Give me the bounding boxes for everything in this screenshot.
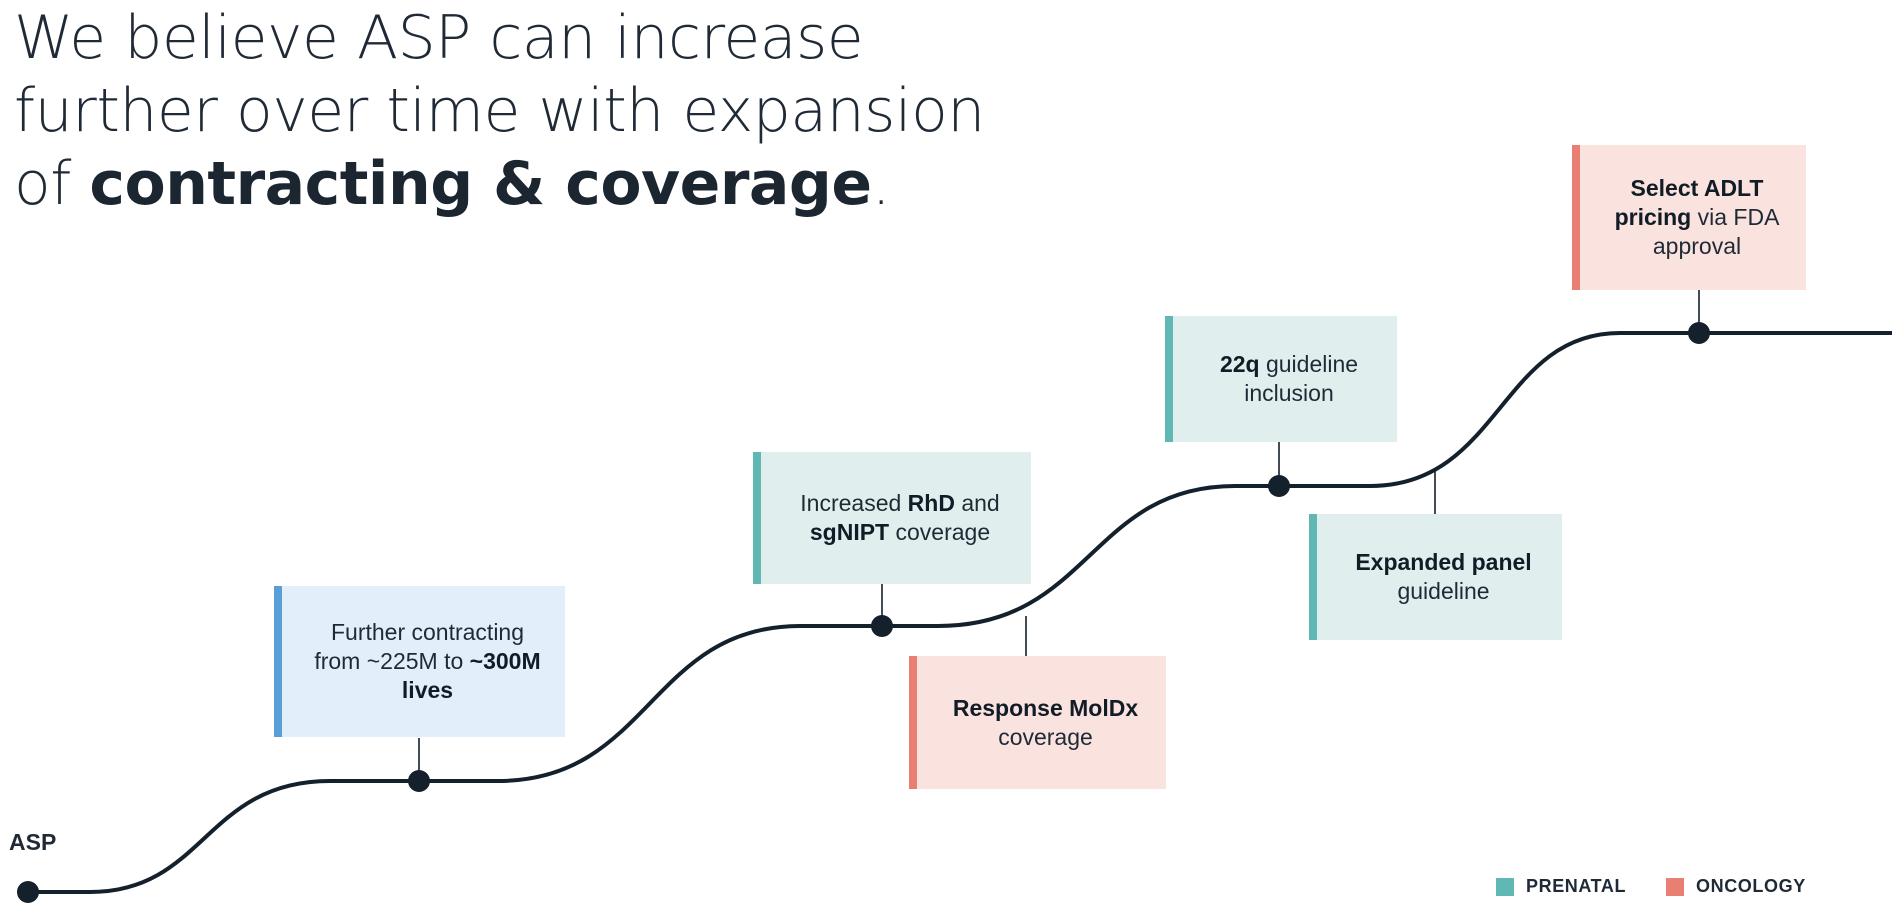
title-line-3-suffix: . [871, 149, 891, 219]
milestone-text-regular: guideline inclusion [1244, 351, 1359, 406]
milestone-text-bold: 22q [1219, 351, 1260, 377]
milestone-card-rhd: Increased RhD and sgNIPT coverage [753, 452, 1031, 584]
title-line-1: We believe ASP can increase [14, 3, 864, 73]
milestone-card-adlt: Select ADLT pricing via FDA approval [1572, 145, 1806, 290]
milestone-text: Expanded panel guideline [1343, 548, 1544, 606]
milestone-text-regular: via FDA approval [1652, 204, 1780, 259]
milestone-text-bold: Select ADLT pricing [1614, 175, 1764, 230]
milestone-card-22q: 22q guideline inclusion [1165, 316, 1397, 442]
milestone-text: 22q guideline inclusion [1199, 350, 1379, 408]
milestone-text-bold: Expanded panel [1355, 549, 1532, 575]
milestone-text-regular: Further contracting from ~225M to [314, 619, 525, 674]
milestone-dot-rhd [871, 615, 893, 637]
milestone-text-regular: Increased [800, 490, 908, 516]
title-emphasis: contracting & coverage [89, 149, 872, 219]
legend-label-prenatal: PRENATAL [1526, 876, 1627, 896]
prenatal-swatch [1496, 877, 1514, 896]
milestone-text-bold: RhD [907, 490, 955, 516]
milestone-dot-adlt [1688, 322, 1710, 344]
milestone-text-regular: coverage [998, 723, 1093, 750]
milestone-card-panel: Expanded panel guideline [1309, 514, 1562, 640]
milestone-text: Select ADLT pricing via FDA approval [1606, 174, 1788, 261]
milestone-text: Increased RhD and sgNIPT coverage [787, 489, 1013, 547]
legend-prenatal: PRENATAL [1496, 876, 1626, 897]
milestone-text: Further contracting from ~225M to ~300M … [308, 618, 547, 705]
milestone-text-regular: coverage [889, 519, 991, 545]
milestone-text-regular: guideline [1397, 578, 1490, 604]
page-title: We believe ASP can increase further over… [14, 2, 1164, 221]
title-line-3-prefix: of [14, 149, 90, 219]
milestone-card-contracting: Further contracting from ~225M to ~300M … [274, 586, 565, 737]
milestone-dot-contracting [408, 770, 430, 792]
asp-start-dot [17, 881, 39, 903]
title-line-2: further over time with expansion [14, 76, 985, 146]
milestone-card-moldx: Response MolDx coverage [909, 656, 1166, 789]
milestone-dot-22q [1268, 475, 1290, 497]
title-line-3: of contracting & coverage. [14, 148, 1164, 221]
milestone-text: Response MolDx coverage [943, 694, 1148, 752]
milestone-text-regular: and [954, 490, 1000, 516]
asp-axis-label: ASP [9, 829, 57, 855]
asp-growth-curve [26, 331, 1892, 894]
oncology-swatch [1666, 877, 1684, 896]
legend-oncology: ONCOLOGY [1666, 876, 1806, 897]
legend-label-oncology: ONCOLOGY [1696, 876, 1806, 896]
milestone-text-bold: ~300M lives [401, 648, 541, 703]
milestone-text-bold: Response MolDx [952, 694, 1139, 721]
milestone-text-bold: sgNIPT [809, 519, 890, 545]
